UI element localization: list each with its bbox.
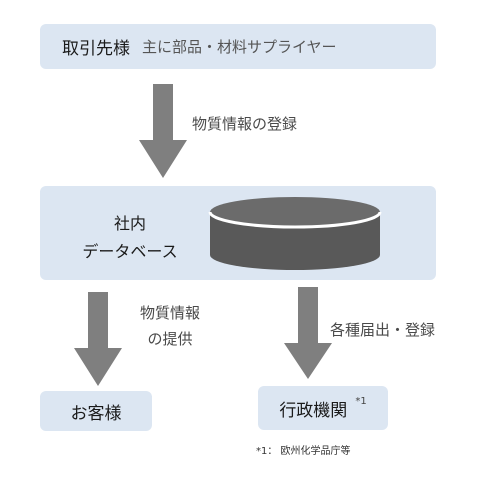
government-label: 行政機関	[279, 400, 348, 421]
government-node: 行政機関 *1	[258, 386, 388, 430]
database-label-line2: データベース	[82, 242, 178, 261]
supplier-sub-label: 主に部品・材料サプライヤー	[142, 38, 337, 56]
customer-node: お客様	[40, 391, 152, 431]
database-label-line1: 社内	[113, 214, 146, 233]
edge-label-provision-line1: 物質情報	[139, 304, 200, 322]
edge-label-provision-line2: の提供	[147, 330, 193, 348]
database-cylinder-icon	[208, 197, 382, 270]
arrow-database-to-government	[284, 287, 332, 379]
government-note-marker: *1	[355, 395, 367, 407]
edge-label-provision: 物質情報 の提供	[118, 300, 222, 352]
arrow-supplier-to-database	[139, 84, 187, 178]
arrow-database-to-customer	[74, 292, 122, 386]
edge-label-filing: 各種届出・登録	[330, 321, 436, 339]
customer-label: お客様	[70, 403, 122, 424]
supplier-node: 取引先様 主に部品・材料サプライヤー	[40, 24, 436, 69]
supplier-label: 取引先様	[62, 39, 130, 59]
edge-label-registration: 物質情報の登録	[192, 115, 298, 133]
footnote: *1： 欧州化学品庁等	[256, 446, 351, 457]
database-label: 社内 データベース	[75, 210, 185, 266]
